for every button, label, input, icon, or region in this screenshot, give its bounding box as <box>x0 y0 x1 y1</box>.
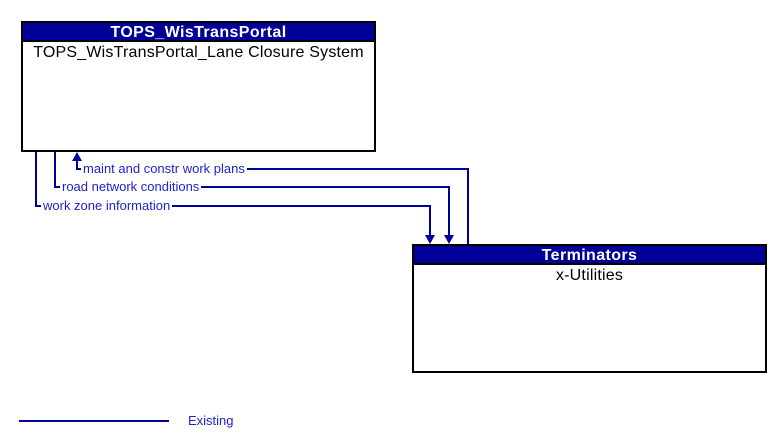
work-flow-line-right-vertical <box>429 205 431 236</box>
road-flow-line-right-vertical <box>448 186 450 236</box>
road-flow-label: road network conditions <box>60 179 202 195</box>
maint-flow-arrowhead-up-icon <box>72 152 82 161</box>
system-box-title: TOPS_WisTransPortal_Lane Closure System <box>33 44 364 61</box>
maint-flow-line-left-vertical <box>76 160 78 170</box>
terminator-box: Terminators x-Utilities <box>412 244 767 373</box>
terminator-box-title: x-Utilities <box>555 267 624 284</box>
road-flow-line-horizontal <box>54 186 450 188</box>
legend-existing-label: Existing <box>188 413 234 428</box>
legend-existing-line <box>19 420 169 422</box>
system-box: TOPS_WisTransPortal TOPS_WisTransPortal_… <box>21 21 376 152</box>
work-flow-label: work zone information <box>41 198 173 214</box>
work-flow-line-horizontal <box>35 205 431 207</box>
system-box-header: TOPS_WisTransPortal <box>23 23 374 42</box>
maint-flow-line-right-vertical <box>467 168 469 244</box>
maint-flow-label: maint and constr work plans <box>81 161 247 177</box>
road-flow-arrowhead-down-icon <box>444 235 454 244</box>
work-flow-arrowhead-down-icon <box>425 235 435 244</box>
road-flow-line-left-vertical <box>54 152 56 188</box>
maint-flow-line-horizontal <box>76 168 469 170</box>
terminator-box-header: Terminators <box>414 246 765 265</box>
work-flow-line-left-vertical <box>35 152 37 207</box>
